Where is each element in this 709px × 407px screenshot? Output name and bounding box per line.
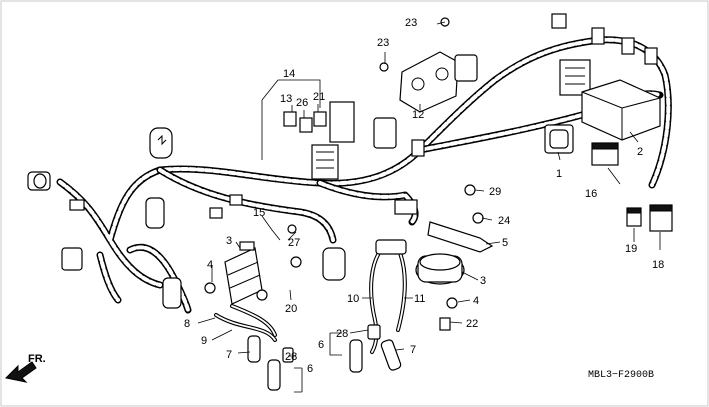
- leader-lines: [197, 21, 661, 393]
- callout-labels: 23 23 14 21 26 13 12 2 1 16 29 24 5 19 1…: [184, 17, 664, 375]
- callout-3a: 3: [226, 235, 232, 247]
- callout-13: 13: [280, 93, 292, 105]
- spark-plug-wires: [214, 239, 407, 354]
- callout-22: 22: [466, 318, 478, 330]
- callout-12: 12: [412, 109, 424, 121]
- callout-11: 11: [414, 293, 425, 305]
- callout-15: 15: [253, 207, 265, 219]
- control-module-2: [581, 79, 661, 141]
- callout-23b: 23: [377, 37, 389, 49]
- callout-9: 9: [201, 335, 207, 347]
- callout-4b: 4: [473, 295, 479, 307]
- callout-6b: 6: [318, 339, 324, 351]
- relays: [544, 124, 673, 232]
- callout-27: 27: [288, 237, 300, 249]
- callout-5: 5: [502, 237, 508, 249]
- callout-29: 29: [489, 186, 501, 198]
- callout-28b: 28: [336, 328, 348, 340]
- callout-16: 16: [585, 188, 597, 200]
- callout-7b: 7: [410, 344, 416, 356]
- callout-19: 19: [625, 243, 637, 255]
- callout-14: 14: [283, 68, 295, 80]
- callout-7a: 7: [226, 349, 232, 361]
- plug-caps: [247, 324, 402, 391]
- ignition-coil-right: [415, 253, 465, 285]
- callout-8: 8: [184, 318, 190, 330]
- callout-26: 26: [296, 97, 308, 109]
- callout-20: 20: [285, 303, 297, 315]
- harness-connectors: [27, 13, 658, 309]
- callout-21: 21: [313, 91, 325, 103]
- callout-23a: 23: [405, 17, 417, 29]
- callout-3b: 3: [480, 275, 486, 287]
- callout-6a: 6: [307, 363, 313, 375]
- callout-4a: 4: [207, 259, 213, 271]
- callout-18: 18: [652, 259, 664, 271]
- callout-10: 10: [347, 293, 359, 305]
- direction-label: FR.: [28, 353, 46, 365]
- connector-cluster-13-14: [283, 101, 397, 180]
- front-direction-arrow-icon: FR.: [4, 353, 46, 383]
- callout-1: 1: [556, 168, 562, 180]
- ignition-coil-left: [224, 241, 263, 305]
- diagram-code: MBL3−F2900B: [588, 370, 654, 381]
- bracket-12: [379, 17, 478, 113]
- callout-2: 2: [637, 146, 643, 158]
- bracket-5: [204, 184, 494, 331]
- callout-24: 24: [498, 215, 510, 227]
- callout-28a: 28: [285, 351, 297, 363]
